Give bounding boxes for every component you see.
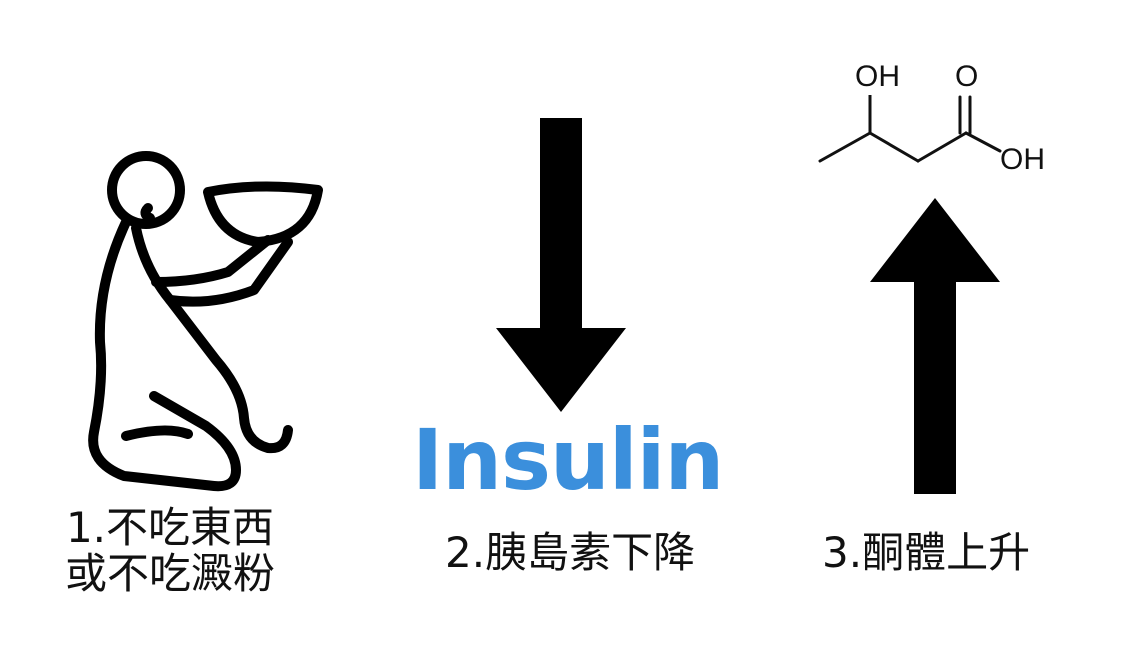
insulin-label: Insulin [412, 411, 724, 509]
step-1-line-2: 或不吃澱粉 [64, 549, 275, 599]
step-1-caption: 1.不吃東西 或不吃澱粉 [50, 503, 290, 599]
kneeling-person-with-bowl-icon [88, 151, 323, 492]
step-1-line-1: 1.不吃東西 [65, 503, 275, 552]
arrow-down-icon [496, 118, 626, 412]
hydroxyl-label: OH [855, 60, 900, 93]
step-3-caption: 3.酮體上升 [822, 528, 1031, 577]
acid-hydroxyl-label: OH [1000, 143, 1045, 176]
arrow-up-icon [870, 198, 1000, 494]
carbonyl-oxygen-label: O [955, 60, 979, 93]
step-2-caption: 2.胰島素下降 [445, 528, 696, 577]
beta-hydroxybutyrate-structure [818, 95, 1002, 163]
